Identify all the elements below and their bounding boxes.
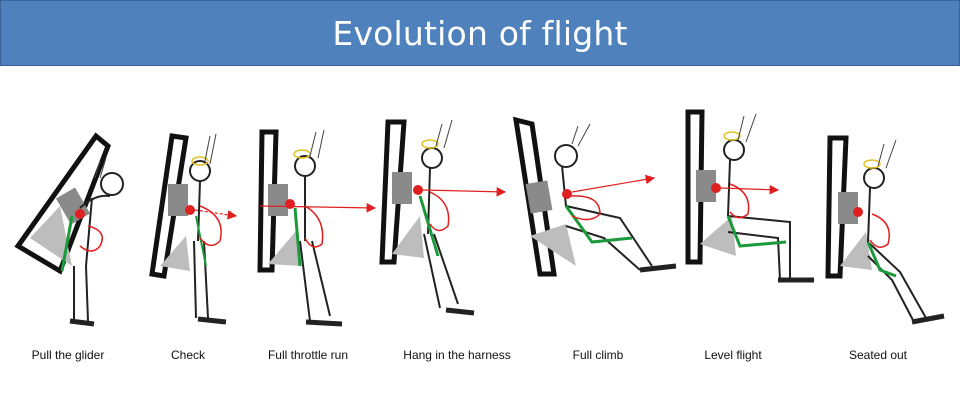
- stage-figure-full-climb: [512, 116, 677, 277]
- page-title: Evolution of flight: [332, 13, 628, 53]
- title-banner: Evolution of flight: [0, 0, 960, 66]
- stage-label-level-flight: Level flight: [704, 348, 762, 362]
- stage-label-full-climb: Full climb: [572, 348, 624, 362]
- stage-label-pull-the-glider: Pull the glider: [31, 348, 105, 362]
- stage-label-full-throttle-run: Full throttle run: [267, 348, 349, 362]
- stage-label-hang-in-the-harness: Hang in the harness: [403, 348, 511, 362]
- stage-figure-pull-the-glider: [14, 132, 124, 327]
- stage-label-seated-out: Seated out: [848, 348, 908, 362]
- stage-figure-level-flight: [685, 109, 814, 283]
- stage-figure-hang-in-the-harness: [379, 119, 507, 316]
- stage-figure-check: [149, 133, 238, 325]
- stage-figure-full-throttle-run: [257, 129, 377, 327]
- stage-label-check: Check: [170, 348, 206, 362]
- flight-stages-diagram: [14, 109, 945, 327]
- stage-figure-seated-out: [825, 135, 945, 325]
